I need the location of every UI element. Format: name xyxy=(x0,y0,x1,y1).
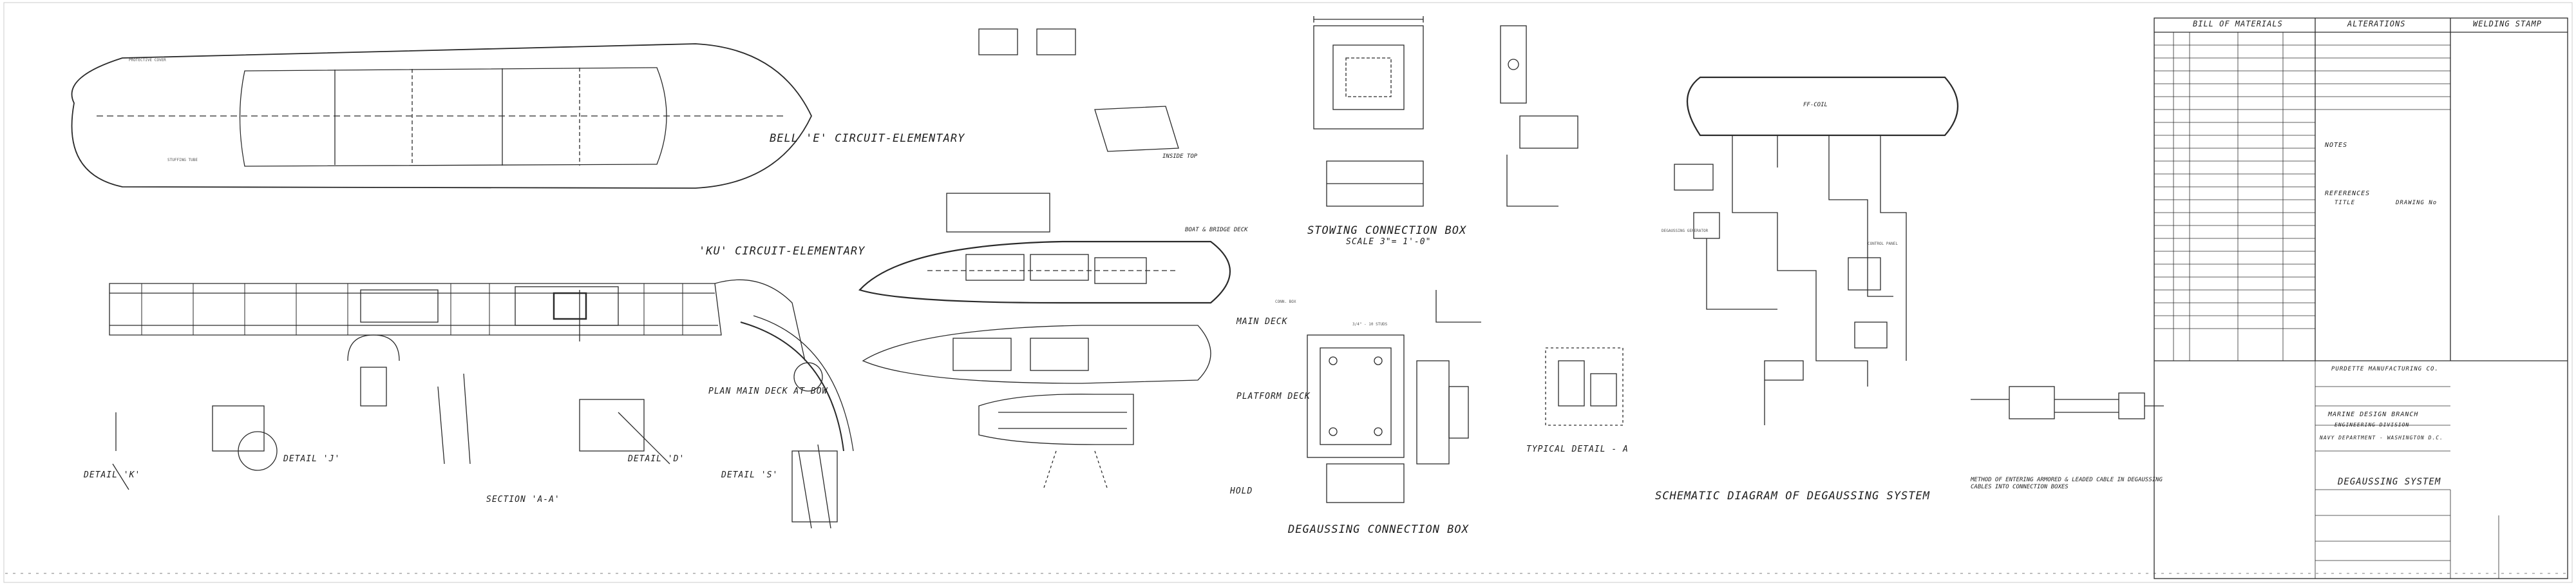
stowing-box-title: STOWING CONNECTION BOX xyxy=(1307,224,1467,237)
inside-top-label: INSIDE TOP xyxy=(1162,153,1198,160)
department-name: NAVY DEPARTMENT - WASHINGTON D.C. xyxy=(2320,435,2443,441)
svg-text:STUFFING TUBE: STUFFING TUBE xyxy=(167,158,198,162)
detail-j-label: DETAIL 'J' xyxy=(283,454,341,464)
section-aa-label: SECTION 'A-A' xyxy=(486,495,560,504)
scale-note: SCALE 3"= 1'-0" xyxy=(1346,237,1432,247)
drawing-no-header: DRAWING No xyxy=(2396,200,2438,206)
bill-of-materials-header: BILL OF MATERIALS xyxy=(2193,19,2283,28)
ff-coil-label: FF-COIL xyxy=(1803,102,1828,108)
method-note: METHOD OF ENTERING ARMORED & LEADED CABL… xyxy=(1971,477,2163,490)
detail-d-label: DETAIL 'D' xyxy=(628,454,685,464)
bell-circuit-label: BELL 'E' CIRCUIT-ELEMENTARY xyxy=(770,132,965,145)
main-deck-label: MAIN DECK xyxy=(1236,317,1288,327)
typical-detail-label: TYPICAL DETAIL - A xyxy=(1526,445,1629,454)
schematic-title: SCHEMATIC DIAGRAM OF DEGAUSSING SYSTEM xyxy=(1655,490,1930,503)
ku-circuit-label: 'KU' CIRCUIT-ELEMENTARY xyxy=(699,245,866,258)
svg-text:DEGAUSSING GENERATOR: DEGAUSSING GENERATOR xyxy=(1662,229,1709,233)
svg-text:CONN. BOX: CONN. BOX xyxy=(1275,300,1296,304)
welding-stamp-header: WELDING STAMP xyxy=(2473,19,2542,28)
detail-s-label: DETAIL 'S' xyxy=(721,470,779,480)
references-header: REFERENCES xyxy=(2325,190,2371,197)
branch-name: MARINE DESIGN BRANCH xyxy=(2328,411,2419,418)
svg-text:3/4" - 10 STUDS: 3/4" - 10 STUDS xyxy=(1352,322,1388,327)
alterations-header: ALTERATIONS xyxy=(2347,19,2406,28)
title-col-header: TITLE xyxy=(2334,200,2356,206)
drawing-title: DEGAUSSING SYSTEM xyxy=(2338,477,2441,487)
company-name: PURDETTE MANUFACTURING CO. xyxy=(2331,366,2439,372)
svg-text:CONTROL PANEL: CONTROL PANEL xyxy=(1868,242,1898,246)
degaussing-box-title: DEGAUSSING CONNECTION BOX xyxy=(1288,523,1469,536)
boat-deck-label: BOAT & BRIDGE DECK xyxy=(1185,227,1248,233)
platform-deck-label: PLATFORM DECK xyxy=(1236,392,1311,401)
plan-main-deck-label: PLAN MAIN DECK AT BOW xyxy=(708,387,828,396)
detail-k-label: DETAIL 'K' xyxy=(84,470,141,480)
svg-text:PROTECTIVE COVER: PROTECTIVE COVER xyxy=(129,58,166,62)
division-name: ENGINEERING DIVISION xyxy=(2334,422,2410,428)
notes-header: NOTES xyxy=(2325,142,2348,149)
hold-label: HOLD xyxy=(1230,486,1253,496)
